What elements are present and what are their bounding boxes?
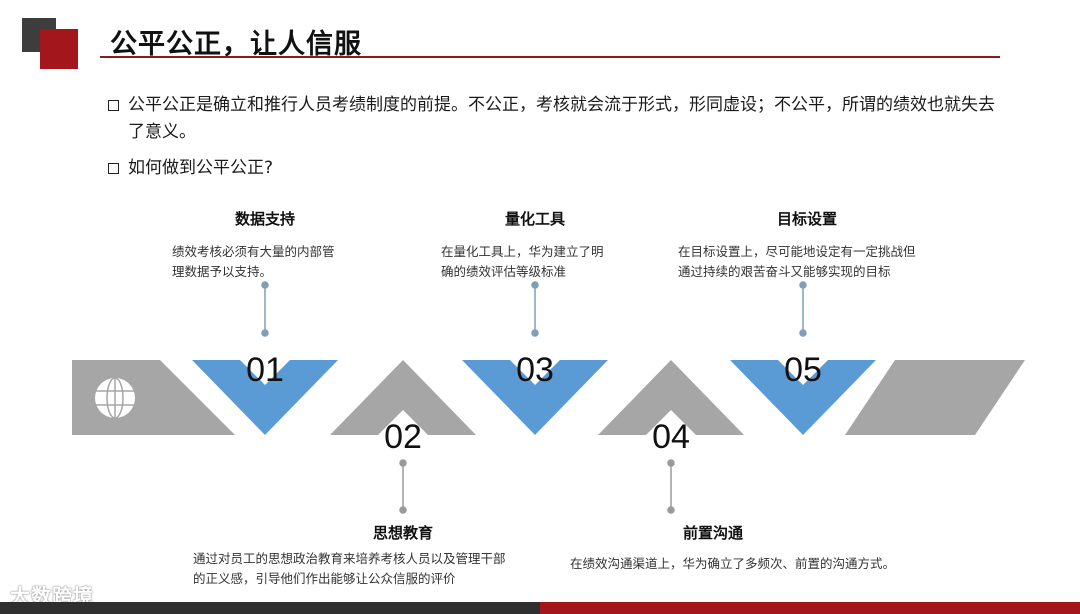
chevron-01 xyxy=(192,360,338,435)
square-bullet-icon xyxy=(108,163,119,174)
step-title-05: 目标设置 xyxy=(776,210,837,228)
bullet-text-1: 公平公正是确立和推行人员考绩制度的前提。不公正，考核就会流于形式，形同虚设；不公… xyxy=(128,95,995,142)
step-desc-03: 在量化工具上，华为建立了明 确的绩效评估等级标准 xyxy=(441,242,604,282)
chevron-02 xyxy=(330,360,476,435)
step-desc-02-line-1: 通过对员工的思想政治教育来培养考核人员以及管理干部 xyxy=(193,551,506,566)
footer-bar-dark xyxy=(0,602,540,614)
step-title-01: 数据支持 xyxy=(234,210,295,228)
slide-title: 公平公正，让人信服 xyxy=(110,29,362,60)
step-title-02: 思想教育 xyxy=(372,524,433,542)
chevron-05 xyxy=(730,360,876,435)
step-desc-01: 绩效考核必须有大量的内部管 理数据予以支持。 xyxy=(172,242,335,282)
title-underline xyxy=(100,56,1000,58)
bullet-item-2: 如何做到公平公正? xyxy=(108,155,508,182)
step-desc-04: 在绩效沟通渠道上，华为确立了多频次、前置的沟通方式。 xyxy=(570,554,895,574)
step-number-03: 03 xyxy=(516,351,554,389)
step-desc-05-line-1: 在目标设置上，尽可能地设定有一定挑战但 xyxy=(678,244,916,259)
step-desc-03-line-1: 在量化工具上，华为建立了明 xyxy=(441,244,604,259)
step-desc-01-line-2: 理数据予以支持。 xyxy=(172,264,273,279)
step-desc-02-line-2: 的正义感，引导他们作出能够让公众信服的评价 xyxy=(193,571,456,586)
step-desc-03-line-2: 确的绩效评估等级标准 xyxy=(441,264,567,279)
bullet-text-2: 如何做到公平公正? xyxy=(128,158,274,178)
step-desc-01-line-1: 绩效考核必须有大量的内部管 xyxy=(172,244,335,259)
step-desc-05: 在目标设置上，尽可能地设定有一定挑战但 通过持续的艰苦奋斗又能够实现的目标 xyxy=(678,242,916,282)
chevron-03 xyxy=(462,360,608,435)
step-desc-04-line-1: 在绩效沟通渠道上，华为确立了多频次、前置的沟通方式。 xyxy=(570,556,896,571)
step-number-04: 04 xyxy=(652,418,690,456)
bullet-item-1: 公平公正是确立和推行人员考绩制度的前提。不公正，考核就会流于形式，形同虚设；不公… xyxy=(108,92,998,146)
step-desc-02: 通过对员工的思想政治教育来培养考核人员以及管理干部 的正义感，引导他们作出能够让… xyxy=(193,549,506,589)
footer-bar-red xyxy=(540,602,1080,614)
chevron-04 xyxy=(598,360,744,435)
step-title-03: 量化工具 xyxy=(504,210,565,228)
step-title-04: 前置沟通 xyxy=(682,524,743,542)
corner-red-square xyxy=(40,29,78,69)
step-number-05: 05 xyxy=(784,351,822,389)
step-number-01: 01 xyxy=(246,351,284,389)
square-bullet-icon xyxy=(108,100,119,111)
globe-icon xyxy=(95,377,135,419)
step-number-02: 02 xyxy=(384,418,422,456)
step-desc-05-line-2: 通过持续的艰苦奋斗又能够实现的目标 xyxy=(678,264,891,279)
chevron-end xyxy=(845,360,1025,435)
